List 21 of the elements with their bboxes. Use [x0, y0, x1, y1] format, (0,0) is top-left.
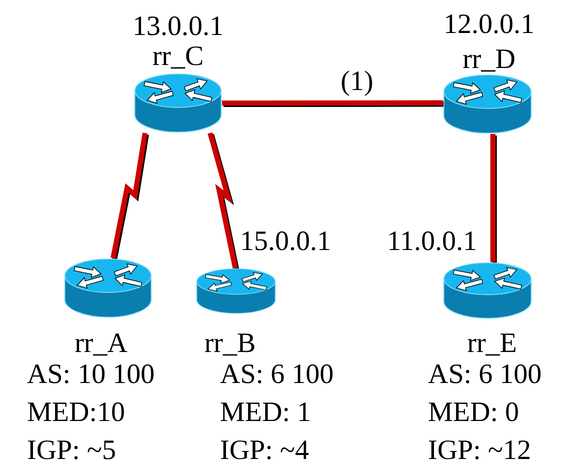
ip-address-label: 12.0.0.1	[444, 11, 534, 39]
as-path-label: AS: 10 100	[27, 361, 155, 389]
as-path-label: AS: 6 100	[220, 361, 334, 389]
router-name: rr_C	[152, 43, 204, 71]
router-name: rr_E	[467, 330, 517, 358]
igp-cost-label: IGP: ~5	[27, 437, 116, 465]
med-label: MED:10	[27, 399, 125, 427]
router-name: rr_D	[462, 46, 516, 74]
med-label: MED: 1	[220, 399, 311, 427]
med-label: MED: 0	[428, 399, 519, 427]
ip-address-label: 15.0.0.1	[240, 228, 331, 256]
ip-address-label: 13.0.0.1	[132, 13, 224, 41]
serial-link	[110, 132, 148, 258]
igp-cost-label: IGP: ~4	[220, 437, 310, 465]
network-link	[222, 100, 443, 106]
edge-label: (1)	[338, 68, 376, 96]
router-name: rr_B	[204, 330, 256, 358]
as-path-label: AS: 6 100	[428, 361, 542, 389]
igp-cost-label: IGP: ~12	[428, 437, 532, 465]
router-name: rr_A	[74, 330, 128, 358]
ip-address-label: 11.0.0.1	[387, 228, 477, 256]
